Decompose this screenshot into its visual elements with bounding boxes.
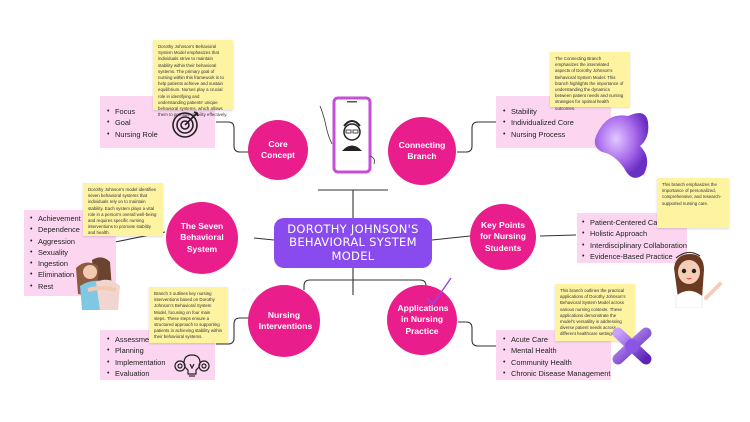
phone-portrait-icon bbox=[319, 96, 375, 174]
node-applications[interactable]: Applications in Nursing Practice bbox=[387, 285, 457, 355]
list-item: Aggression bbox=[29, 236, 116, 248]
nurse-illustration bbox=[674, 251, 722, 308]
seven-systems-note: Dorothy Johnson's model identifies seven… bbox=[83, 183, 163, 236]
list-item: Implementation bbox=[106, 357, 215, 369]
list-item: Mental Health bbox=[502, 345, 611, 357]
node-nursing-interventions[interactable]: Nursing Interventions bbox=[248, 285, 320, 357]
central-topic[interactable]: DOROTHY JOHNSON'S BEHAVIORAL SYSTEM MODE… bbox=[274, 218, 432, 268]
node-label: Core Concept bbox=[261, 138, 295, 160]
list-item: Planning bbox=[106, 345, 215, 357]
list-item: Nursing Process bbox=[502, 129, 611, 141]
purple-blob-shape bbox=[594, 113, 649, 178]
list-item: Ingestion bbox=[29, 258, 116, 270]
list-item: Interdisciplinary Collaboration bbox=[581, 240, 687, 252]
lightbulb-gears-icon bbox=[174, 354, 210, 377]
purple-cross-shape bbox=[612, 327, 652, 365]
list-item: Dependence bbox=[29, 224, 116, 236]
connecting-branch-note: The Connecting Branch emphasizes the int… bbox=[550, 52, 630, 111]
list-item: Stability bbox=[502, 106, 611, 118]
core-concept-note: Dorothy Johnson's Behavioral System Mode… bbox=[153, 40, 233, 117]
node-label: Nursing Interventions bbox=[258, 309, 313, 331]
connector-seven-systems bbox=[253, 237, 275, 241]
target-icon bbox=[172, 111, 199, 138]
list-item: Nursing Role bbox=[106, 129, 215, 141]
node-core-concept[interactable]: Core Concept bbox=[248, 120, 308, 180]
hugging-people-illustration bbox=[76, 257, 120, 310]
connector-connecting-branch bbox=[457, 121, 496, 153]
list-item: Sexuality bbox=[29, 247, 116, 259]
node-key-points[interactable]: Key Points for Nursing Students bbox=[470, 204, 536, 270]
connector-applications-detail bbox=[458, 321, 496, 347]
connector-key-detail bbox=[539, 234, 577, 237]
central-topic-title: DOROTHY JOHNSON'S BEHAVIORAL SYSTEM MODE… bbox=[287, 222, 419, 263]
node-connecting-branch[interactable]: Connecting Branch bbox=[388, 117, 456, 185]
node-label: Applications in Nursing Practice bbox=[397, 302, 449, 336]
node-seven-systems[interactable]: The Seven Behavioral System bbox=[166, 202, 238, 274]
node-label: Connecting Branch bbox=[398, 139, 446, 161]
connector-core-concept bbox=[216, 121, 249, 153]
list-item: Individualized Core bbox=[502, 117, 611, 129]
list-item: Chronic Disease Management bbox=[502, 368, 611, 380]
list-item: Achievement bbox=[29, 213, 116, 225]
list-item: Patient-Centered Care bbox=[581, 217, 687, 229]
checkmark-icon bbox=[426, 277, 452, 306]
list-item: Elimination bbox=[29, 269, 116, 281]
connector-interventions-detail bbox=[216, 317, 250, 345]
list-item: Evidence-Based Practice bbox=[581, 251, 687, 263]
list-item: Holistic Approach bbox=[581, 228, 687, 240]
connector-key-points bbox=[431, 235, 471, 241]
list-item: Focus bbox=[106, 106, 215, 118]
node-label: Key Points for Nursing Students bbox=[480, 219, 526, 253]
list-item: Goal bbox=[106, 117, 215, 129]
list-item: Assessment bbox=[106, 334, 215, 346]
list-item: Evaluation bbox=[106, 368, 215, 380]
list-item: Acute Care bbox=[502, 334, 611, 346]
list-item: Community Health bbox=[502, 357, 611, 369]
nursing-interventions-note: Branch 3 outlines key nursing interventi… bbox=[149, 287, 228, 343]
node-label: The Seven Behavioral System bbox=[180, 220, 224, 254]
list-item: Rest bbox=[29, 281, 116, 293]
key-points-note: This branch emphasizes the importance of… bbox=[657, 178, 729, 228]
applications-detail-box: Acute Care Mental Health Community Healt… bbox=[496, 330, 611, 380]
